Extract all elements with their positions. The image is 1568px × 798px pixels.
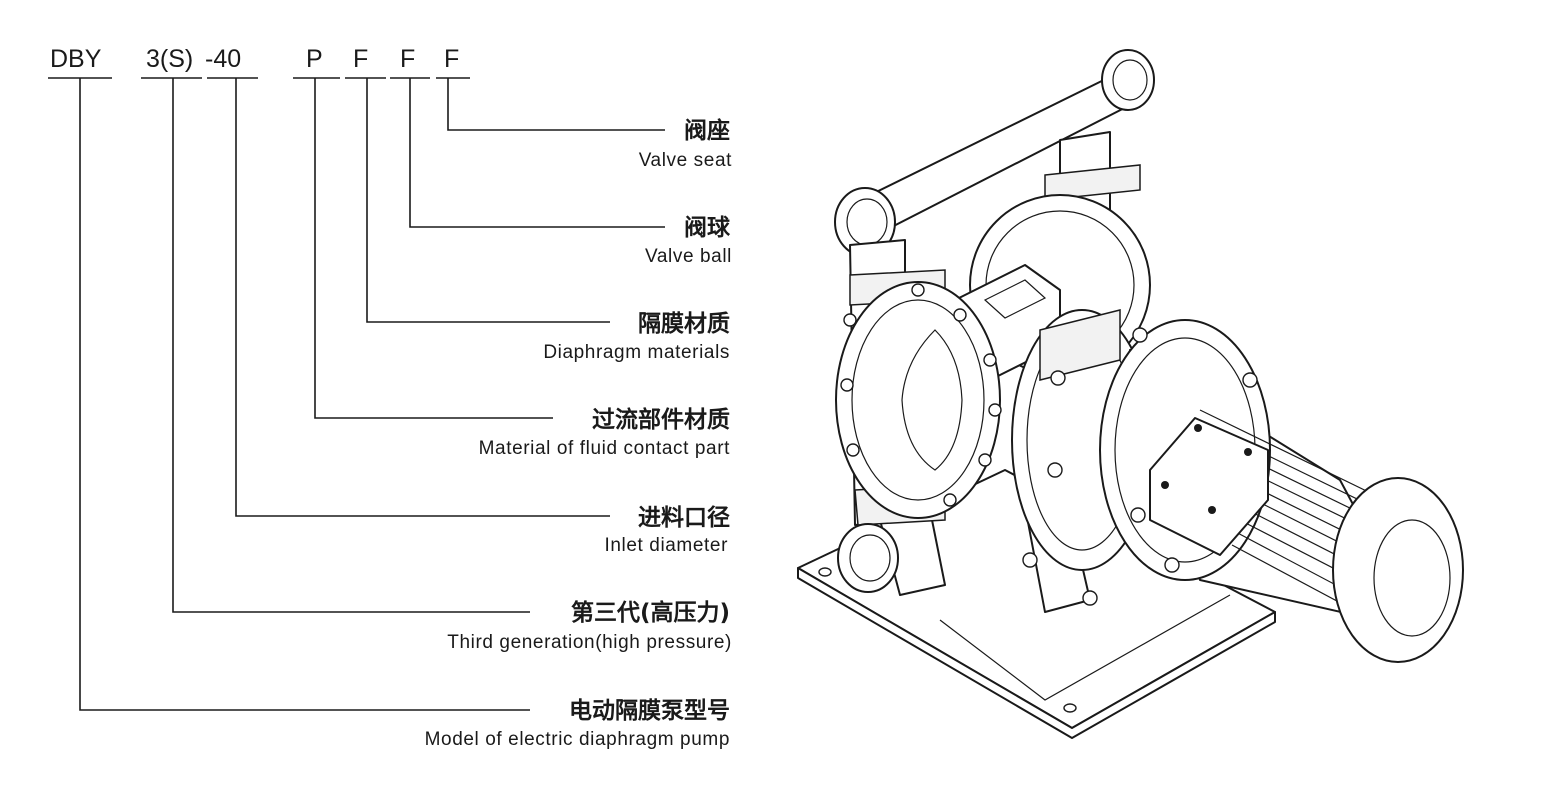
bolt [1047,462,1063,478]
bolt [843,313,857,327]
motor-flange-bolts [1022,327,1258,606]
leader-inlet [235,78,610,517]
terminal-screw [1208,506,1216,514]
top-clamp [1044,164,1141,201]
inlet-port-inner [849,534,891,582]
bolt [1132,327,1148,343]
bolt [988,403,1002,417]
motor-terminal-box [1149,417,1269,556]
coupling-bracket [1039,309,1121,381]
bolt [943,493,957,507]
bolt [846,443,860,457]
leader-diaphragm [366,78,610,323]
discharge-port-inner [1112,59,1148,101]
model-code: DBY 3(S) -40 P F F F [48,45,470,79]
callout-labels: 阀座 Valve seat 阀球 Valve ball 隔膜材质 Diaphra… [425,117,732,750]
electric-diaphragm-pump-illustration [797,49,1464,739]
bolt [1082,590,1098,606]
callout-cn-fluid-material: 过流部件材质 [592,406,730,433]
callout-en-fluid-material: Material of fluid contact part [479,438,731,459]
bolt [978,453,992,467]
bolt [1022,552,1038,568]
motor-fan-cover [1332,477,1464,663]
motor-fan-cover-inner [1373,519,1451,637]
bolt [1242,372,1258,388]
base-hole [1063,703,1077,713]
callout-cn-model: 电动隔膜泵型号 [569,698,730,724]
leader-fluid-material [314,78,553,419]
bolt [953,308,967,322]
terminal-screw [1161,481,1169,489]
callout-en-valve-seat: Valve seat [639,150,732,171]
callout-en-valve-ball: Valve ball [645,246,732,267]
code-segment-ball: F [400,45,415,73]
front-housing-ring [851,299,985,501]
housing-bolts [840,283,1002,507]
leader-valve-ball [409,78,665,228]
bolt [983,353,997,367]
terminal-screw [1244,448,1252,456]
callout-cn-generation: 第三代(高压力) [571,599,730,626]
leader-model [79,78,530,711]
base-plate-fold [939,594,1231,701]
inlet-port [837,523,899,593]
bolt [1130,507,1146,523]
callout-cn-valve-seat: 阀座 [684,117,730,144]
code-segment-diaphragm: F [353,45,368,73]
code-segment-fluid-material: P [306,45,323,73]
leader-lines [79,78,665,711]
front-diaphragm-housing [835,281,1001,519]
terminal-screw [1194,424,1202,432]
code-segment-generation: 3(S) [146,45,193,73]
leader-generation [172,78,530,613]
callout-cn-inlet: 进料口径 [638,505,730,531]
base-plate-edge [797,567,1276,739]
bolt [840,378,854,392]
callout-en-inlet: Inlet diameter [604,535,728,556]
callout-en-model: Model of electric diaphragm pump [425,729,730,750]
bolt [1164,557,1180,573]
callout-cn-diaphragm: 隔膜材质 [638,311,730,337]
center-block-cover [983,279,1047,319]
code-segment-inlet: -40 [205,45,241,73]
base-hole [818,567,832,577]
bolt [911,283,925,297]
discharge-port [1101,49,1155,111]
callout-cn-valve-ball: 阀球 [684,215,731,241]
code-segment-seat: F [444,45,459,73]
code-segment-dby: DBY [50,45,102,73]
callout-en-generation: Third generation(high pressure) [447,632,732,653]
diaphragm-plate [901,329,963,471]
callout-en-diaphragm: Diaphragm materials [543,342,730,363]
bolt [1050,370,1066,386]
leader-valve-seat [447,78,665,131]
